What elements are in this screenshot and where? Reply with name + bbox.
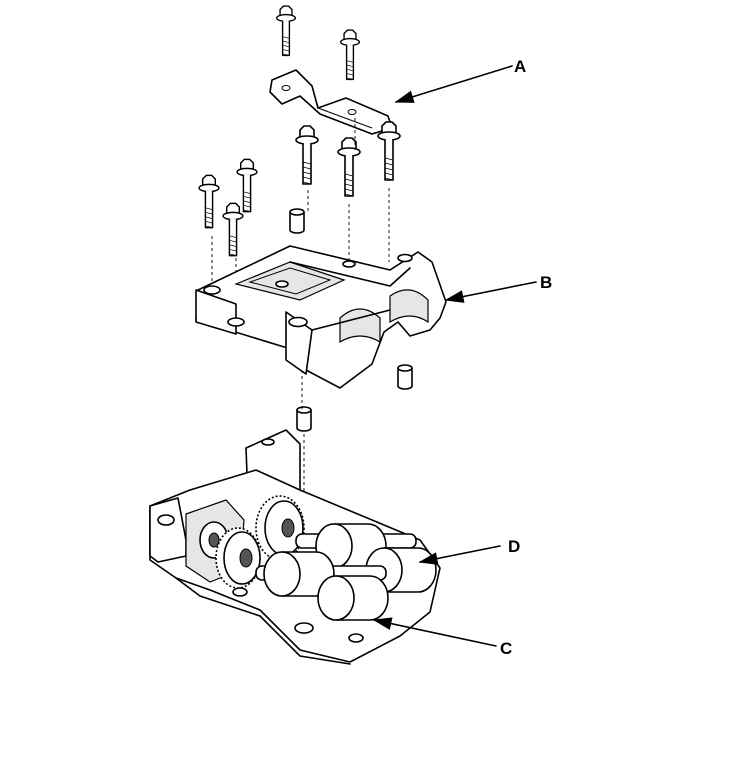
balancer-shaft-upper <box>295 523 437 593</box>
bolt-top-right <box>339 29 361 81</box>
leader-a <box>394 65 513 103</box>
bolt-mid-2 <box>236 158 258 213</box>
callout-label-a: A <box>514 57 526 76</box>
balancer-shaft-lower <box>255 551 389 621</box>
callout-label-d: D <box>508 537 520 556</box>
leader-c <box>372 617 497 647</box>
leader-d <box>418 545 501 565</box>
bolt-mid-1 <box>198 174 220 229</box>
bolt-mid-3 <box>222 202 244 257</box>
callout-label-c: C <box>500 639 512 658</box>
driven-gear-lower <box>215 527 261 589</box>
bolt-top-left <box>275 5 297 57</box>
bracket-plate <box>269 69 393 135</box>
bolt-mid-5 <box>337 137 361 197</box>
leader-b <box>444 281 537 303</box>
bolt-mid-4 <box>295 125 319 185</box>
bolt-mid-6 <box>377 121 401 181</box>
upper-housing <box>195 245 447 389</box>
dowel-pin-3 <box>296 406 312 432</box>
lower-housing-bosses <box>232 587 364 643</box>
drive-gear-upper <box>255 495 305 561</box>
dowel-pin-2 <box>397 364 413 390</box>
dowel-pin-1 <box>289 208 305 234</box>
callout-label-b: B <box>540 273 552 292</box>
